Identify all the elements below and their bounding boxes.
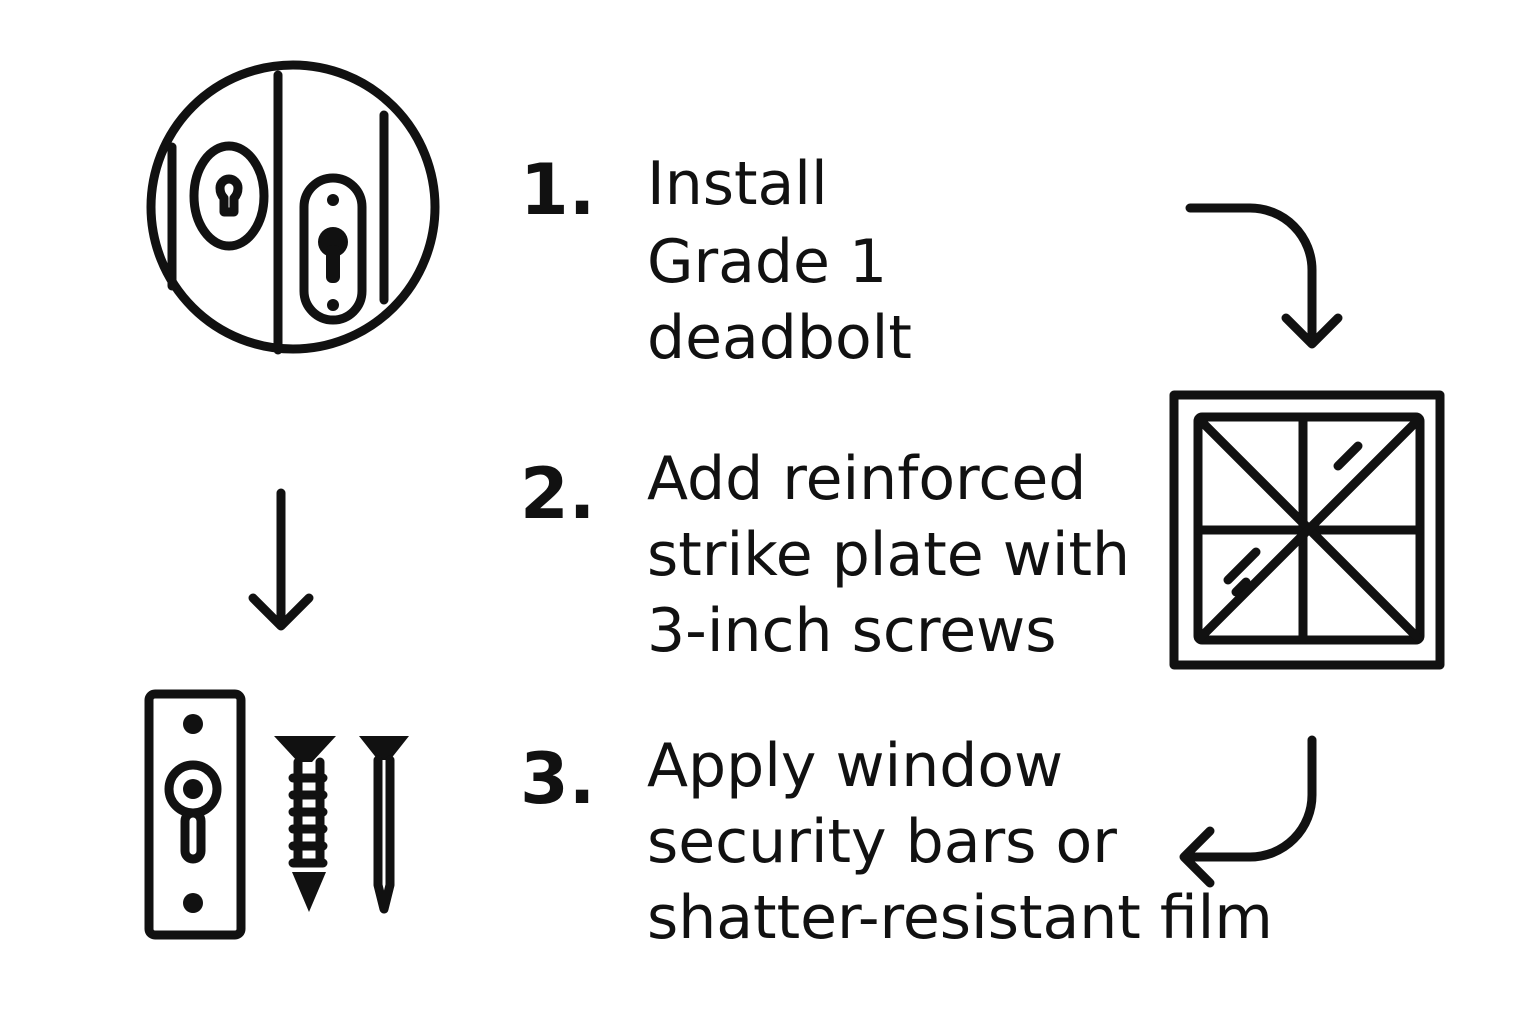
strike-plate-screws-icon xyxy=(144,689,409,940)
step-2: 2. Add reinforced strike plate with 3-in… xyxy=(520,444,1130,666)
curved-arrow-icon xyxy=(1185,203,1343,349)
step-text-line: Apply window xyxy=(647,731,1063,801)
step-1: 1. Install Grade 1 deadbolt xyxy=(520,149,912,373)
step-number: 3. xyxy=(520,738,595,820)
deadbolt-door-icon xyxy=(146,60,440,355)
step-3: 3. Apply window security bars or shatter… xyxy=(520,731,1273,953)
curved-arrow-icon xyxy=(1179,735,1317,888)
down-arrow-icon xyxy=(248,488,314,631)
step-text-line: 3-inch screws xyxy=(647,596,1056,666)
step-text-line: Install xyxy=(647,149,828,219)
step-text-line: strike plate with xyxy=(647,520,1130,590)
step-text-line: Add reinforced xyxy=(647,444,1086,514)
step-text-line: deadbolt xyxy=(647,303,912,373)
step-text-line: security bars or xyxy=(647,807,1117,877)
step-number: 1. xyxy=(520,149,595,231)
step-text-line: Grade 1 xyxy=(647,227,887,297)
window-icon xyxy=(1169,390,1445,670)
step-text-line: shatter-resistant film xyxy=(647,883,1273,953)
step-number: 2. xyxy=(520,453,595,535)
